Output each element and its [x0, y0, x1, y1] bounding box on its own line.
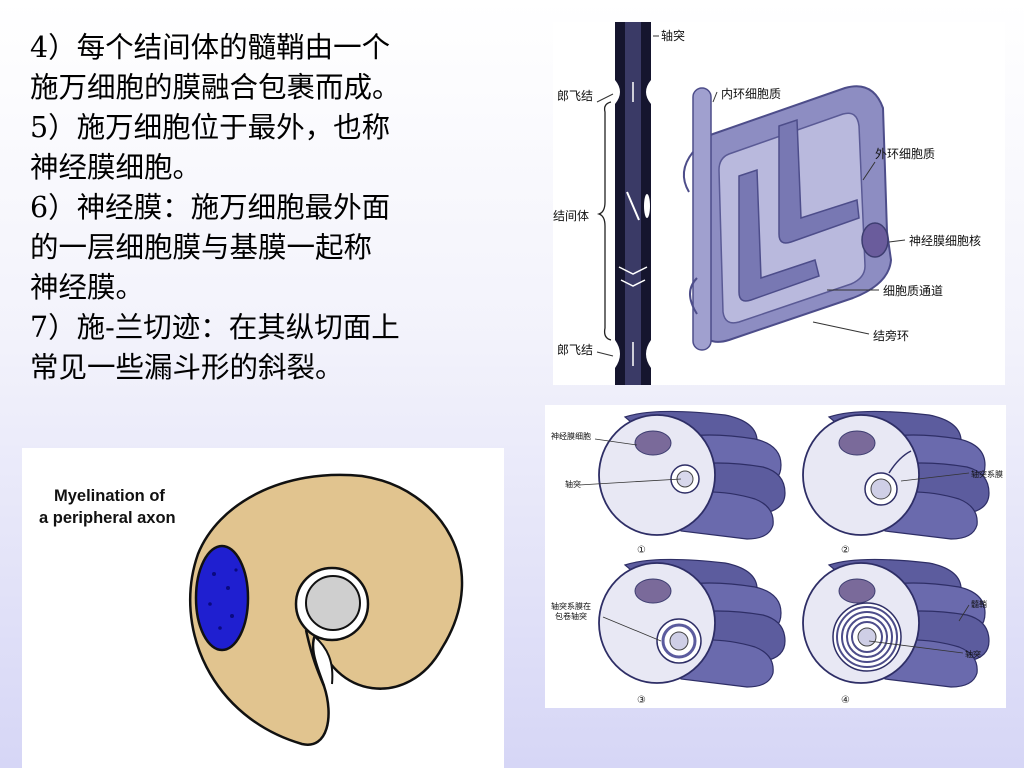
text-line: 常见一些漏斗形的斜裂。 — [30, 351, 344, 384]
label-paranodal-loop: 结旁环 — [873, 328, 909, 343]
text-line: 5）施万细胞位于最外，也称 — [30, 111, 391, 144]
text-line: 7）施-兰切迹：在其纵切面上 — [30, 311, 400, 344]
slide-text: 4）每个结间体的髓鞘由一个 施万细胞的膜融合包裹而成。 5）施万细胞位于最外，也… — [30, 28, 480, 388]
node-diagram-svg: 轴突 郎飞结 内环细胞质 外环细胞质 结间体 神经膜细胞核 细胞质通道 结旁环 … — [553, 22, 981, 385]
axon — [305, 575, 361, 631]
label-mesaxon: 轴突系膜 — [971, 469, 1003, 479]
schwann-cell-sheet — [682, 85, 893, 351]
label-node-bottom: 郎飞结 — [557, 343, 593, 357]
text-line: 4）每个结间体的髓鞘由一个 — [30, 31, 391, 64]
nucleus — [194, 544, 250, 652]
myelination-svg: Myelination of a peripheral axon — [39, 473, 464, 746]
stage-number-2: ② — [841, 545, 850, 556]
label-inner-cytoplasm: 内环细胞质 — [721, 87, 781, 101]
myelination-stages-diagram: ① ② ③ ④ — [545, 405, 1006, 708]
label-channel: 细胞质通道 — [883, 284, 943, 298]
label-axon: 轴突 — [661, 28, 685, 43]
stages-svg: ① ② ③ ④ — [551, 410, 1003, 706]
stage-number-4: ④ — [841, 695, 850, 706]
text-line: 的一层细胞膜与基膜一起称 — [30, 231, 373, 264]
label-axon-4: 轴突 — [965, 649, 981, 659]
axon-column — [615, 22, 651, 385]
stage-1 — [598, 410, 786, 540]
internode-brace — [596, 101, 612, 341]
myelination-title-line2: a peripheral axon — [39, 509, 176, 527]
label-axon-1: 轴突 — [565, 479, 581, 489]
stage-2 — [802, 410, 990, 540]
label-node-top: 郎飞结 — [557, 89, 593, 103]
stage-3 — [598, 558, 786, 688]
label-mesaxon-wrap-2: 包卷轴突 — [555, 611, 587, 621]
node-of-ranvier-diagram: 轴突 郎飞结 内环细胞质 外环细胞质 结间体 神经膜细胞核 细胞质通道 结旁环 … — [553, 22, 1005, 385]
text-line: 神经膜。 — [30, 271, 145, 304]
label-mesaxon-wrap-1: 轴突系膜在 — [551, 601, 591, 611]
label-outer-cytoplasm: 外环细胞质 — [875, 147, 935, 161]
label-myelin: 髓鞘 — [971, 599, 987, 609]
stage-4 — [802, 558, 990, 688]
label-internode: 结间体 — [553, 209, 589, 223]
label-nucleus: 神经膜细胞核 — [909, 234, 981, 248]
myelination-diagram: Myelination of a peripheral axon — [22, 448, 504, 768]
stage-number-3: ③ — [637, 695, 646, 706]
text-line: 施万细胞的膜融合包裹而成。 — [30, 71, 401, 104]
myelination-title-line1: Myelination of — [54, 487, 165, 505]
text-line: 6）神经膜：施万细胞最外面 — [30, 191, 391, 224]
label-neurilemmal-cell: 神经膜细胞 — [551, 431, 591, 441]
stage-number-1: ① — [637, 545, 646, 556]
nucleus — [861, 222, 889, 258]
text-line: 神经膜细胞。 — [30, 151, 202, 184]
chromatin-dots — [208, 568, 238, 630]
